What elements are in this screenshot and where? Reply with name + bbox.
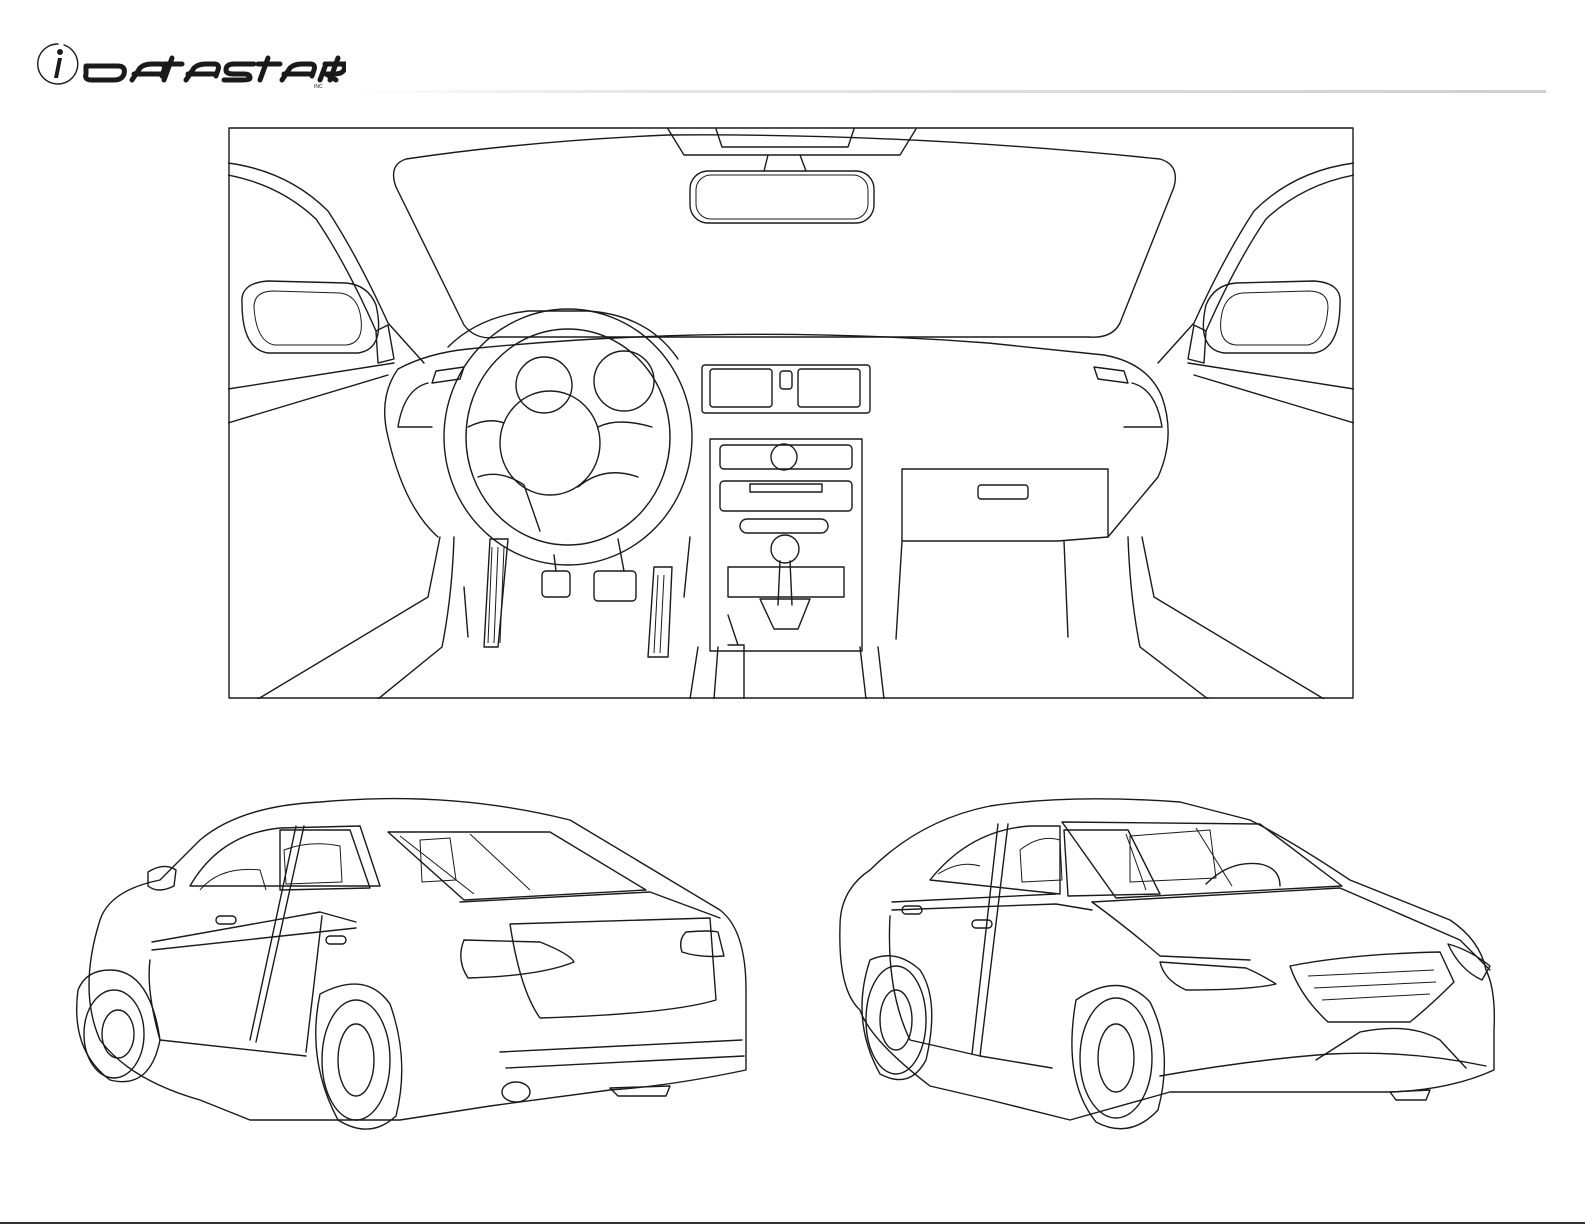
idatastart-logo: INC	[36, 38, 346, 90]
sedan-front-three-quarter-illustration	[830, 790, 1520, 1150]
footer-divider	[0, 1222, 1585, 1224]
car-interior-dashboard-illustration	[228, 127, 1354, 699]
sedan-rear-three-quarter-illustration	[70, 790, 760, 1150]
svg-text:INC: INC	[314, 84, 323, 90]
header-divider	[356, 90, 1546, 93]
